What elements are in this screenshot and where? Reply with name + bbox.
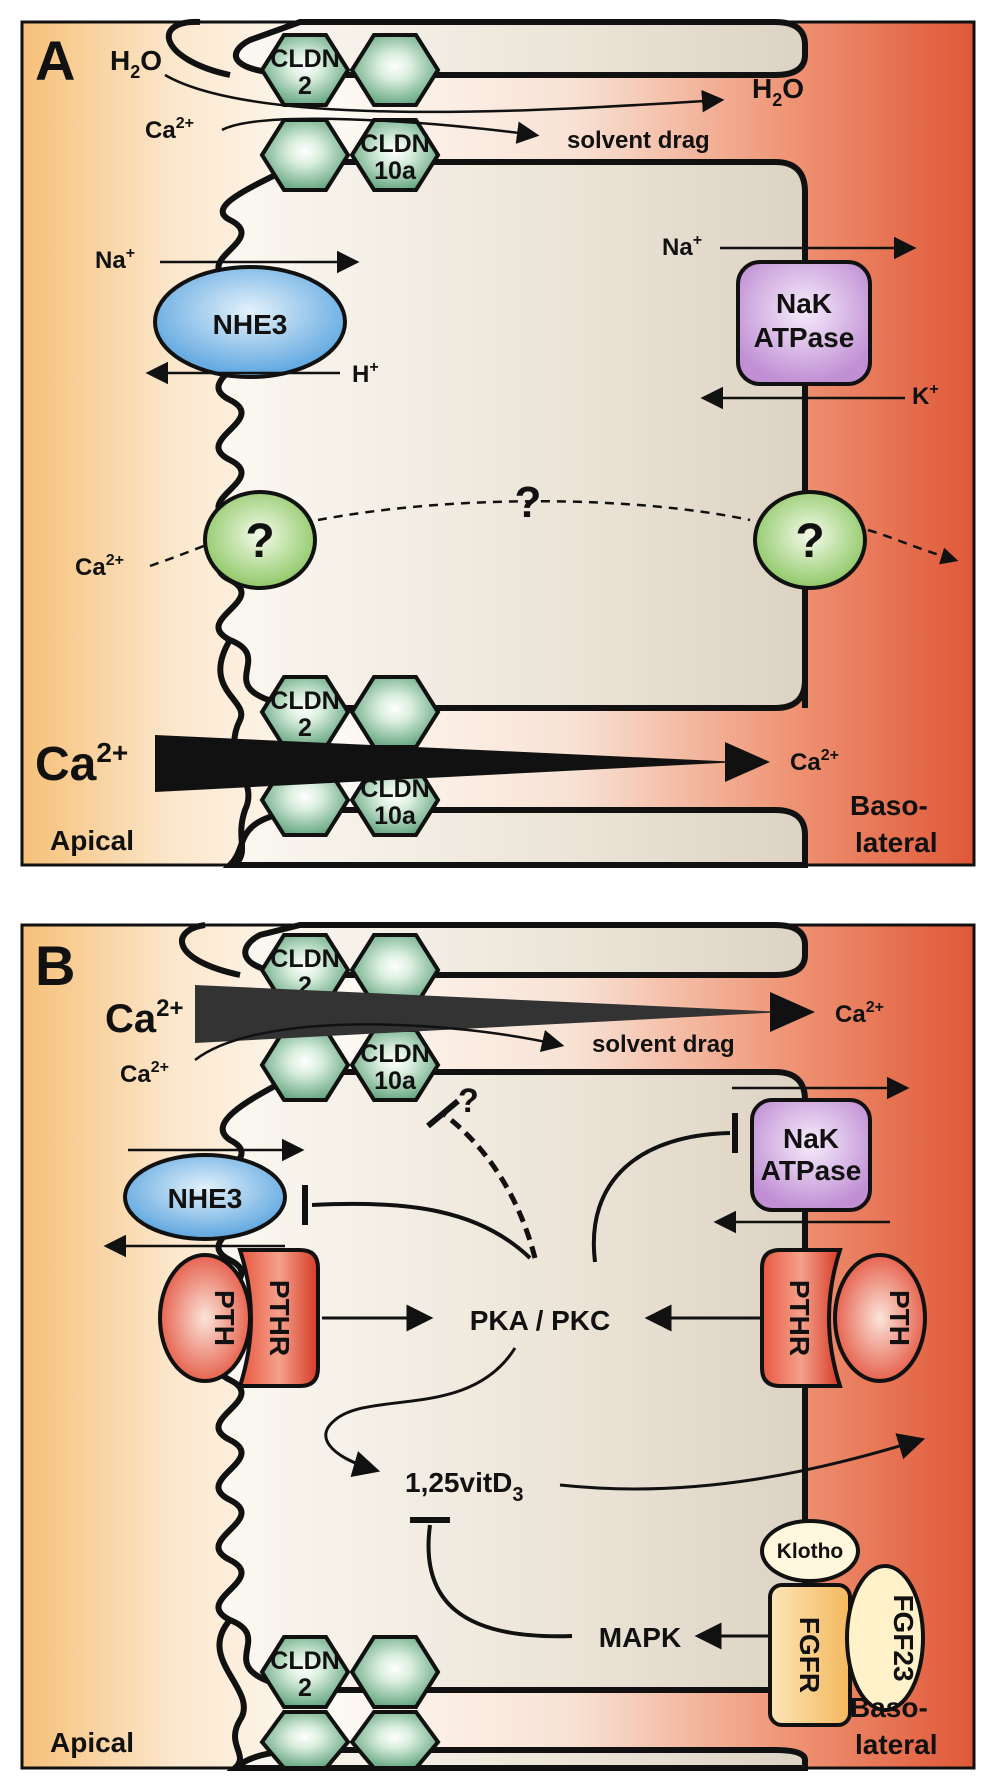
pthr-left	[237, 1248, 320, 1388]
question-left: ?	[245, 515, 274, 568]
ca-solvent-arrow-b	[194, 1023, 565, 1061]
fgf23	[845, 1564, 925, 1712]
pka-pkc-label: PKA / PKC	[470, 1305, 611, 1336]
pka-to-vitd	[324, 1347, 517, 1478]
klotho	[760, 1519, 860, 1583]
ca-top-label: Ca2+	[145, 115, 194, 144]
baso-label-a-2: lateral	[855, 827, 938, 858]
h-label: H+	[352, 359, 379, 388]
k-label: K+	[912, 381, 939, 410]
mapk-to-vitd-inhibit	[426, 1524, 573, 1639]
pthr-left-label: PTHR	[264, 1280, 295, 1356]
ca-end-label-a: Ca2+	[790, 747, 839, 776]
ca-solvent-arrow	[221, 117, 540, 144]
nak-b-line1: NaK	[783, 1123, 839, 1154]
mapk-label: MAPK	[599, 1622, 681, 1653]
panel-a-letter: A	[35, 29, 75, 92]
nhe3-a	[153, 265, 347, 379]
baso-label-a-1: Baso-	[850, 790, 928, 821]
question-mid: ?	[515, 478, 542, 527]
pth-left-label: PTH	[209, 1290, 240, 1346]
h2o-right-label: H2O	[752, 73, 804, 110]
pth-right	[833, 1253, 927, 1383]
na-left-label: Na+	[95, 245, 135, 274]
h2o-left-label: H2O	[110, 45, 162, 82]
nak-a-line2: ATPase	[754, 322, 855, 353]
baso-label-b-1: Baso-	[850, 1692, 928, 1723]
claudin-top-right-upper	[349, 33, 441, 107]
pthr-right	[760, 1248, 843, 1388]
apical-label-a: Apical	[50, 825, 134, 856]
ca-paracellular-wedge-a	[155, 735, 740, 792]
pkc-to-cldn10a-dashed	[443, 1113, 538, 1259]
unknown-channel-apical	[203, 490, 317, 590]
klotho-label: Klotho	[777, 1540, 843, 1563]
pth-right-label: PTH	[884, 1290, 915, 1346]
question-b: ?	[458, 1082, 479, 1120]
ca-paracellular-wedge-b	[195, 985, 785, 1043]
na-right-label: Na+	[662, 232, 702, 261]
nak-b-line2: ATPase	[761, 1155, 862, 1186]
unknown-channel-basolateral	[753, 490, 867, 590]
nak-a-line1: NaK	[776, 288, 832, 319]
fgfr-label: FGFR	[794, 1617, 825, 1693]
nhe3-b	[123, 1153, 287, 1241]
solvent-drag-a: solvent drag	[567, 127, 710, 154]
h2o-arrow	[164, 73, 725, 114]
ca-dashed-label: Ca2+	[75, 552, 124, 581]
pthr-right-label: PTHR	[784, 1280, 815, 1356]
ca-dashed-cell	[317, 500, 751, 522]
ca-small-label-b: Ca2+	[120, 1059, 169, 1088]
panel-b-letter: B	[35, 934, 75, 997]
baso-label-b-2: lateral	[855, 1729, 938, 1760]
vitd-label: 1,25vitD3	[405, 1467, 524, 1506]
apical-label-b: Apical	[50, 1727, 134, 1758]
ca-end-label-b: Ca2+	[835, 999, 884, 1028]
ca-big-label-a: Ca2+	[35, 737, 128, 791]
fgf23-label: FGF23	[888, 1594, 919, 1681]
solvent-drag-b: solvent drag	[592, 1031, 735, 1058]
pkc-to-nak-inhibit	[591, 1131, 731, 1263]
nhe3-a-label: NHE3	[213, 309, 288, 340]
nak-atpase-a	[736, 260, 872, 386]
question-right: ?	[795, 515, 824, 568]
pkc-to-nhe3-inhibit	[311, 1201, 532, 1260]
ca-dashed-out	[867, 528, 959, 565]
panel-a-cell	[215, 159, 808, 711]
vitd-out-arrow	[559, 1433, 926, 1491]
ca-big-label-b: Ca2+	[105, 995, 184, 1041]
nak-atpase-b	[750, 1098, 872, 1212]
nhe3-b-label: NHE3	[168, 1183, 243, 1214]
